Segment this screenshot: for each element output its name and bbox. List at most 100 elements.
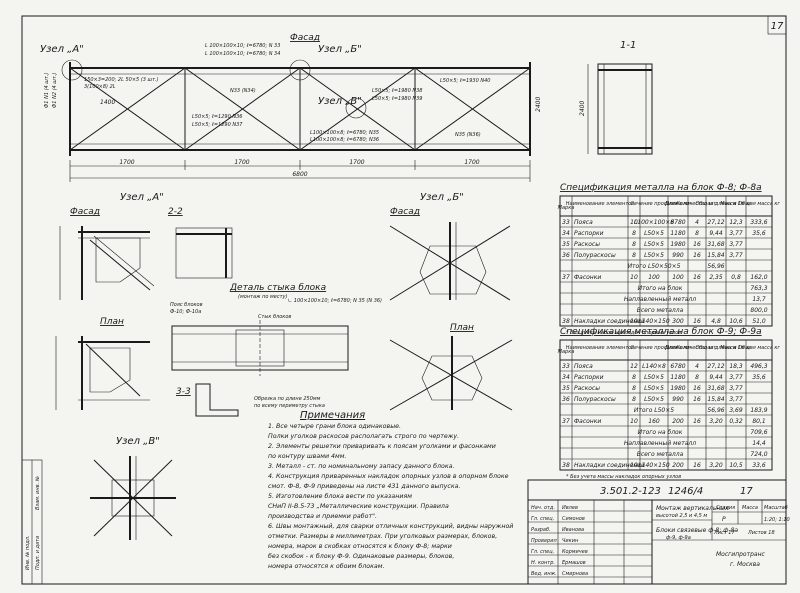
spec-extra-cell: L140×150: [638, 462, 669, 469]
spec-cell: Полураскосы: [574, 396, 616, 403]
spec-cell: 200: [672, 418, 684, 425]
spec-cell: 100: [648, 274, 660, 281]
spec2-title: Спецификация металла на блок Ф-9; Ф-9а: [560, 327, 762, 337]
spec-header-total-length: Общая длина м: [696, 345, 737, 351]
label-diag-mid-1: L50×5; ℓ=1980 N38: [372, 88, 422, 94]
spec-cell: 15,84: [707, 396, 724, 403]
mass-label: Масса: [742, 505, 758, 511]
spec-cell: Пояса: [574, 219, 593, 226]
spec-header-qty: Количество шт.: [676, 201, 717, 207]
spec-cell: 3,69: [729, 407, 743, 414]
spec-cell: 333,6: [750, 219, 767, 226]
node-v-callout: Узел „В": [318, 96, 362, 107]
spec-cell: 35,6: [752, 230, 766, 237]
node-a-callout: Узел „А": [40, 44, 84, 55]
title-sheet: 17: [740, 486, 753, 497]
detail-label-4: по всему периметру стыка: [254, 403, 325, 409]
spec-cell: 27,12: [707, 363, 724, 370]
spec-header-profile: Сечение профиля: [630, 201, 677, 207]
spec-cell: Полураскосы: [574, 252, 616, 259]
spec-cell: L50×5: [644, 374, 664, 381]
dim-panel-4: 1700: [464, 159, 479, 166]
spec-cell: 10: [630, 418, 638, 425]
label-w2: N35 (N36): [455, 132, 481, 138]
label-ф1-n1: Ф1 N1 (4 шт.): [44, 73, 50, 108]
signature-name: Симонов: [562, 516, 585, 522]
label-bottom-2: L100×100×8; ℓ=6780; N36: [310, 137, 379, 143]
spec-cell: 8: [632, 230, 636, 237]
label-bottom-1: L100×100×8; ℓ=6780; N35: [310, 130, 379, 136]
note-line: 5. Изготовление блока вести по указаниям: [268, 492, 412, 500]
node-v-drawing: [90, 456, 176, 540]
facade-title: Фасад: [290, 33, 320, 43]
node-b-facade: [389, 222, 511, 301]
note-line: без скобок - к блоку Ф-9. Одинаковые раз…: [268, 552, 454, 560]
spec-cell: 100: [672, 274, 684, 281]
spec-cell: 1180: [670, 230, 685, 237]
spec-cell: 16: [693, 274, 701, 281]
spec-cell: 35,6: [752, 374, 766, 381]
notes-title: Примечания: [300, 410, 365, 421]
note-line: 6. Швы монтажный, для сварки отличных ко…: [268, 523, 513, 530]
spec-cell: 16: [693, 241, 701, 248]
section-dim: 2400: [579, 101, 586, 116]
label-w1: N33 (N34): [230, 88, 256, 94]
spec-extra-cell: 300: [672, 318, 684, 325]
dim-total: 6800: [292, 171, 307, 178]
facade-truss: [61, 59, 531, 156]
detail-label-1: Пояс блоков: [170, 302, 203, 308]
spec-cell: 1980: [670, 385, 685, 392]
spec-cell: 3,77: [729, 385, 743, 392]
note-line: 1. Все четыре грани блока одинаковые.: [268, 422, 401, 430]
spec-cell: 56,96: [707, 407, 724, 414]
spec-header-name: Наименование элементов: [566, 201, 635, 207]
org-name: Мосгипротранс: [716, 551, 766, 558]
spec-cell: 9,44: [709, 374, 723, 381]
section-1-1-title: 1-1: [620, 40, 636, 51]
spec-cell: L50×5: [644, 385, 664, 392]
note-line: номера относятся к обоим блокам.: [268, 562, 385, 570]
spec-extra-cell: 38: [562, 318, 570, 325]
spec-cell: 34: [562, 374, 570, 381]
spec-header-name: Наименование элементов: [566, 345, 635, 351]
spec-header-total-mass: Общая масса кг: [738, 201, 780, 207]
spec-cell: 9,44: [709, 230, 723, 237]
signature-name: Ивлев: [562, 505, 578, 511]
spec-footnote: * Без учета массы накладок опорных узлов: [566, 474, 681, 480]
spec-cell: Распорки: [574, 374, 604, 381]
detail-seam2: Стык блоков: [258, 314, 291, 320]
signature-role: Проверил: [531, 538, 557, 544]
note-line: по контуру швами 4мм.: [268, 453, 347, 460]
spec-header-unit-mass: Масса 1м кг: [720, 345, 752, 351]
spec-extra-cell: 10: [630, 462, 638, 469]
node-a-facade: [59, 226, 155, 300]
spec-summary-value: 709,6: [750, 429, 767, 436]
node-b-plan: [389, 336, 513, 411]
spec-summary-value: 800,0: [750, 307, 767, 314]
spec-cell: 12: [630, 363, 638, 370]
spec-cell: 33: [562, 219, 570, 226]
spec-cell: 162,0: [750, 274, 767, 281]
detail-drawing: [171, 320, 349, 376]
label-top-chord-2: L 100×100×10; ℓ=6780; N 34: [205, 51, 280, 57]
description-1: Монтаж вертикальных: [656, 505, 729, 512]
spec-extra-cell: 4,8: [711, 318, 721, 325]
spec-cell: L50×5: [644, 241, 664, 248]
spec-cell: 80,1: [752, 418, 765, 425]
spec-cell: Пояса: [574, 363, 593, 370]
spec-extra-cell: 10,6: [729, 318, 743, 325]
side-stamp-text3: Взам. инв. №: [35, 476, 41, 510]
spec-cell: 990: [672, 396, 684, 403]
label-left-diag-2: 3(100×8) 2L: [84, 84, 116, 90]
spec-summary-value: 13,7: [752, 296, 766, 303]
detail-label-3: Обрезка по длине 250мм: [254, 396, 321, 402]
node-b-plan-title: План: [450, 323, 474, 333]
spec-extra-cell: Накладки соединений: [574, 462, 645, 469]
note-line: 2. Элементы решетки приваривать к поясам…: [268, 443, 496, 450]
spec-cell: L50×5: [644, 230, 664, 237]
spec-cell: 3,77: [729, 241, 743, 248]
spec-extra-cell: 16: [693, 462, 701, 469]
block-name-1: Блоки связевые ф-8; ф-8а: [656, 527, 738, 534]
